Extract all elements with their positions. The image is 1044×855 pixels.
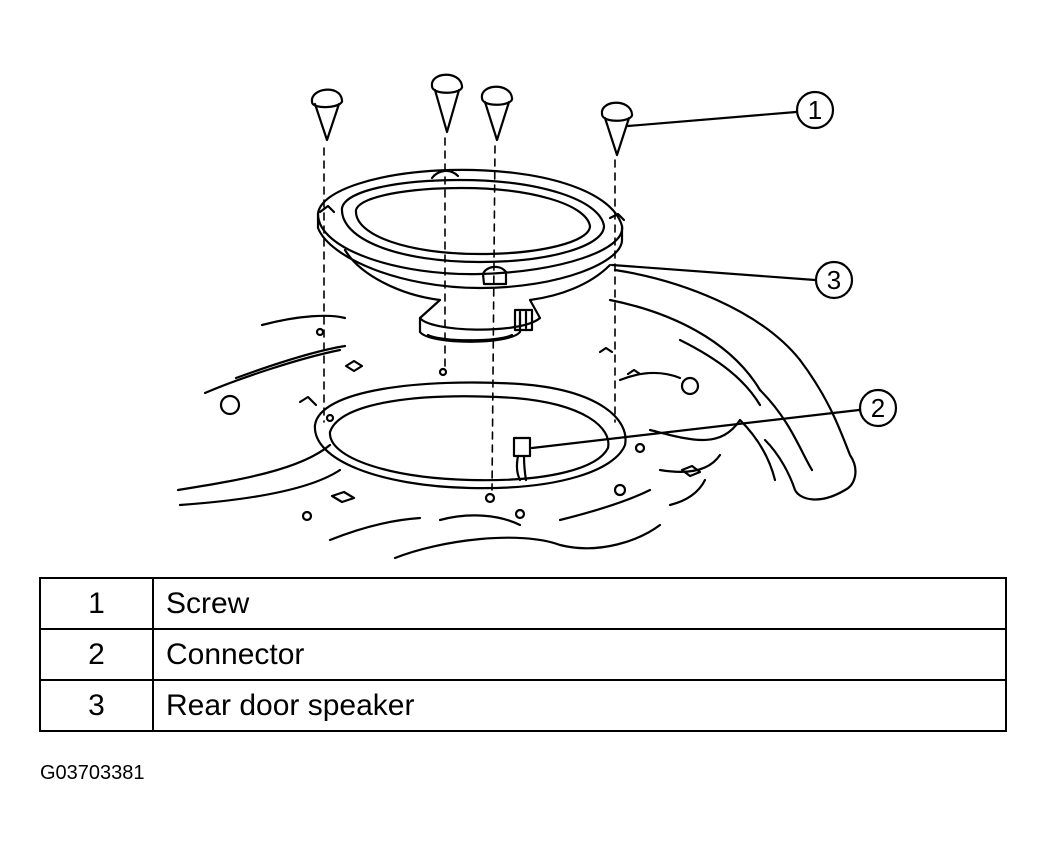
callout-1: 1: [626, 90, 835, 130]
legend-number: 2: [39, 628, 154, 681]
figure-code: G03703381: [40, 762, 145, 784]
speaker-installation-diagram: 1 3 2: [176, 73, 898, 560]
door-panel: [176, 268, 857, 560]
legend-table: 1 Screw 2 Connector 3 Rear door speaker: [39, 577, 1007, 732]
screw-4: [600, 101, 634, 157]
legend-description: Rear door speaker: [152, 679, 1007, 732]
legend-number: 3: [39, 679, 154, 732]
legend-row: 1 Screw: [39, 577, 1007, 630]
screw: [310, 73, 634, 157]
legend-description: Screw: [152, 577, 1007, 630]
callout-3: 3: [610, 260, 854, 300]
screw-1: [310, 88, 344, 142]
installation-guide-lines: [323, 137, 616, 491]
legend-description: Connector: [152, 628, 1007, 681]
connector: [512, 436, 532, 482]
callout-3-number: 3: [827, 265, 841, 295]
rear-door-speaker: [316, 168, 626, 343]
screw-3: [480, 85, 514, 142]
screw-2: [430, 73, 464, 134]
legend-number: 1: [39, 577, 154, 630]
callout-2: 2: [530, 388, 898, 450]
callout-2-number: 2: [871, 393, 885, 423]
legend-row: 2 Connector: [39, 628, 1007, 681]
legend-row: 3 Rear door speaker: [39, 679, 1007, 732]
callout-1-number: 1: [808, 95, 822, 125]
